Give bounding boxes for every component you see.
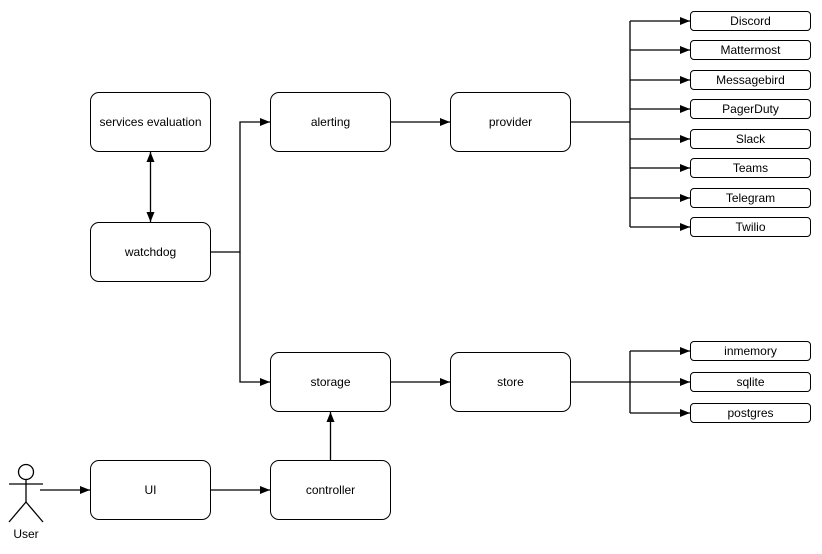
edge-watchdog-storage	[239, 252, 270, 386]
node-provider-discord: Discord	[690, 11, 811, 31]
node-services-evaluation: services evaluation	[90, 92, 211, 152]
node-store-inmemory: inmemory	[690, 341, 811, 361]
node-watchdog: watchdog	[90, 222, 211, 282]
node-provider-pagerduty: PagerDuty	[690, 99, 811, 119]
user-actor-label: User	[13, 527, 39, 541]
node-controller: controller	[270, 460, 391, 520]
node-storage: storage	[270, 352, 391, 412]
node-store-sqlite: sqlite	[690, 372, 811, 392]
node-provider-slack: Slack	[690, 129, 811, 149]
node-provider-mattermost: Mattermost	[690, 40, 811, 60]
node-alerting: alerting	[270, 92, 391, 152]
node-store-postgres: postgres	[690, 403, 811, 423]
node-provider-telegram: Telegram	[690, 188, 811, 208]
user-actor-icon	[8, 463, 44, 523]
node-ui: UI	[90, 460, 211, 520]
node-store: store	[450, 352, 571, 412]
node-provider-twilio: Twilio	[690, 217, 811, 237]
node-provider-messagebird: Messagebird	[690, 70, 811, 90]
node-provider-teams: Teams	[690, 158, 811, 178]
edge-watchdog-alerting	[211, 118, 270, 253]
node-provider: provider	[450, 92, 571, 152]
